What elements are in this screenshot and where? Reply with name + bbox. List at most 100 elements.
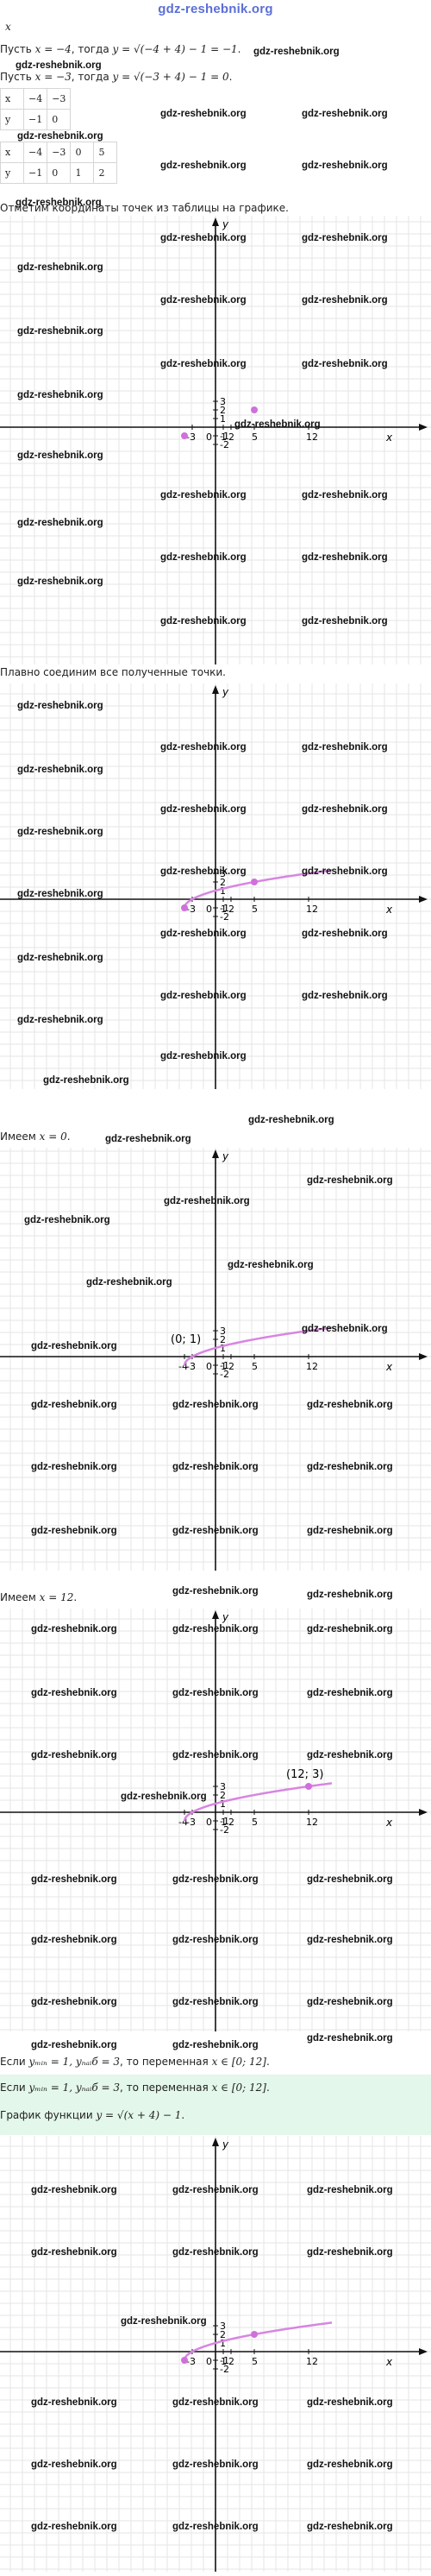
- watermark: gdz-reshebnik.org: [160, 866, 247, 877]
- data-point: [181, 2357, 188, 2364]
- watermark: gdz-reshebnik.org: [164, 1196, 250, 1206]
- text-connect: Плавно соединим все полученные точки.: [0, 666, 226, 678]
- text: Если: [0, 2082, 29, 2094]
- y-tick-label: 1: [220, 413, 226, 425]
- math: y = √(−4 + 4) − 1 = −1: [112, 43, 238, 55]
- y-tick-label: -1: [220, 2355, 229, 2366]
- x-axis-label: x: [385, 1361, 393, 1373]
- math: x = 0: [39, 1131, 67, 1143]
- watermark: gdz-reshebnik.org: [31, 2040, 117, 2050]
- table-cell: −3: [47, 142, 72, 163]
- watermark: gdz-reshebnik.org: [248, 1115, 334, 1125]
- text-if-range-1: Если yₘᵢₙ = 1, yₙₐᵢб = 3, то переменная …: [0, 2056, 270, 2068]
- text: , то переменная: [120, 2056, 212, 2068]
- origin-label: 0: [206, 431, 212, 443]
- table-cell: 0: [70, 142, 95, 163]
- table-cell: 5: [93, 142, 118, 163]
- watermark: gdz-reshebnik.org: [17, 326, 103, 337]
- watermark: gdz-reshebnik.org: [307, 2247, 393, 2258]
- y-tick-label: 3: [220, 868, 226, 879]
- watermark: gdz-reshebnik.org: [31, 2185, 117, 2195]
- math: x = −4: [34, 43, 72, 55]
- watermark: gdz-reshebnik.org: [307, 1997, 393, 2007]
- x-axis-arrow: [419, 1809, 428, 1816]
- text: .: [73, 1591, 78, 1603]
- x-tick-label: -3: [186, 431, 196, 443]
- watermark: gdz-reshebnik.org: [86, 1277, 172, 1288]
- site-logo[interactable]: gdz-reshebnik.org: [158, 2, 273, 16]
- data-point: [181, 432, 188, 439]
- watermark: gdz-reshebnik.org: [31, 1874, 117, 1885]
- text: , тогда: [71, 71, 113, 83]
- watermark: gdz-reshebnik.org: [172, 1586, 259, 1597]
- watermark: gdz-reshebnik.org: [31, 1997, 117, 2007]
- x-axis-arrow: [419, 424, 428, 431]
- watermark: gdz-reshebnik.org: [172, 1935, 259, 1945]
- watermark: gdz-reshebnik.org: [302, 1324, 388, 1334]
- watermark: gdz-reshebnik.org: [160, 552, 247, 563]
- watermark: gdz-reshebnik.org: [160, 295, 247, 305]
- watermark: gdz-reshebnik.org: [307, 1526, 393, 1536]
- site-header: gdz-reshebnik.org: [0, 0, 431, 16]
- watermark: gdz-reshebnik.org: [172, 1462, 259, 1472]
- text: Пусть: [0, 43, 35, 55]
- line-x-minus-4: Пусть x = −4, тогда y = √(−4 + 4) − 1 = …: [0, 43, 240, 55]
- watermark: gdz-reshebnik.org: [172, 2522, 259, 2532]
- table-cell: 1: [70, 162, 95, 184]
- watermark: gdz-reshebnik.org: [307, 2033, 393, 2044]
- text: График функции: [0, 2109, 97, 2121]
- table-cell: −4: [22, 88, 48, 110]
- math: x ∈ [0; 12]: [211, 2082, 266, 2094]
- watermark: gdz-reshebnik.org: [302, 161, 388, 171]
- y-tick-label: 3: [220, 2321, 226, 2332]
- watermark: gdz-reshebnik.org: [43, 1075, 129, 1086]
- y-tick-label: 1: [220, 1343, 226, 1354]
- x-tick-label: 1: [221, 1361, 227, 1372]
- text: .: [66, 1131, 71, 1143]
- watermark: gdz-reshebnik.org: [16, 198, 102, 208]
- watermark: gdz-reshebnik.org: [31, 1935, 117, 1945]
- data-point: [305, 1783, 312, 1790]
- text-mark-points: Отметим координаты точек из таблицы на г…: [0, 202, 289, 214]
- y-tick-label: -2: [220, 2364, 229, 2375]
- y-tick-label: 2: [220, 877, 226, 888]
- watermark: gdz-reshebnik.org: [17, 953, 103, 963]
- y-tick-label: 2: [220, 405, 226, 416]
- data-point: [251, 879, 258, 885]
- watermark: gdz-reshebnik.org: [172, 2185, 259, 2195]
- table-cell: −1: [22, 162, 48, 184]
- x-tick-label: -3: [186, 2356, 196, 2367]
- answer-highlight: Если yₘᵢₙ = 1, yₙₐᵢб = 3, то переменная …: [0, 2075, 431, 2135]
- x-tick-label: 2: [228, 1361, 234, 1372]
- watermark: gdz-reshebnik.org: [17, 576, 103, 587]
- y-axis-label: y: [222, 686, 229, 698]
- y-axis-label: y: [222, 218, 229, 230]
- watermark: gdz-reshebnik.org: [302, 804, 388, 815]
- math: yₘᵢₙ = 1, yₙₐᵢб = 3: [28, 2056, 121, 2068]
- table-cell: −3: [47, 88, 72, 110]
- text: Имеем: [0, 1131, 40, 1143]
- watermark: gdz-reshebnik.org: [302, 866, 388, 877]
- y-axis-arrow: [212, 1149, 219, 1158]
- x-tick-label: 2: [228, 431, 234, 443]
- watermark: gdz-reshebnik.org: [172, 1624, 259, 1634]
- x-axis-label: x: [385, 904, 393, 916]
- watermark: gdz-reshebnik.org: [160, 359, 247, 369]
- watermark: gdz-reshebnik.org: [17, 262, 103, 273]
- watermark: gdz-reshebnik.org: [160, 991, 247, 1001]
- origin-label: 0: [206, 904, 212, 915]
- table-cell: −4: [22, 142, 48, 163]
- y-tick-label: 1: [220, 885, 226, 897]
- text: Имеем: [0, 1591, 40, 1603]
- math: x = 12: [39, 1591, 74, 1603]
- watermark: gdz-reshebnik.org: [307, 1874, 393, 1885]
- watermark: gdz-reshebnik.org: [24, 1215, 110, 1225]
- x-axis-label: x: [385, 1817, 393, 1829]
- watermark: gdz-reshebnik.org: [228, 1260, 314, 1270]
- watermark: gdz-reshebnik.org: [172, 1874, 259, 1885]
- x-tick-label: -4: [178, 1361, 188, 1372]
- y-tick-label: -1: [220, 1360, 229, 1371]
- x-tick-label: 12: [306, 1361, 318, 1372]
